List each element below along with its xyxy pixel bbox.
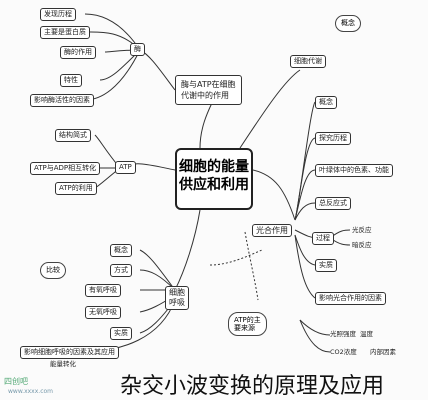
bottom-note-3: CO2浓度 xyxy=(330,348,357,356)
watermark-logo: 四创吧 xyxy=(4,377,28,386)
atp-role-line1: 酶与ATP在细胞 xyxy=(181,80,236,89)
photo-leaf-1: 概念 xyxy=(315,96,337,109)
photo-leaf-4: 总反应式 xyxy=(315,197,351,210)
respiration-line1: 细胞 xyxy=(169,288,185,297)
resp-extra: 能量转化 xyxy=(50,360,76,368)
bottom-note-4: 内部因素 xyxy=(370,348,396,356)
compare-cloud: 比较 xyxy=(40,262,66,279)
photo-leaf-3: 叶绿体中的色素、功能 xyxy=(315,164,393,177)
atp-leaf-3: ATP的利用 xyxy=(55,182,97,195)
resp-leaf-6: 影响细胞呼吸的因素及其应用 xyxy=(20,346,119,359)
enzyme-leaf-3: 酶的作用 xyxy=(60,46,96,59)
bottom-note-2: 温度 xyxy=(360,330,373,338)
resp-leaf-3: 有氧呼吸 xyxy=(85,284,121,297)
bottom-note-1: 光照强度 xyxy=(330,330,356,338)
atp-role-line2: 代谢中的作用 xyxy=(181,91,229,100)
caption-title: 杂交小波变换的原理及应用 xyxy=(120,374,385,399)
atp-source-line1: ATP的主 xyxy=(234,316,261,324)
enzyme-leaf-4: 特性 xyxy=(60,74,82,87)
branch-metabolism: 细胞代谢 xyxy=(290,55,326,68)
central-topic-line2: 供应和利用 xyxy=(179,177,249,193)
resp-leaf-2: 方式 xyxy=(110,264,132,277)
atp-leaf-2: ATP与ADP相互转化 xyxy=(30,162,101,175)
photo-leaf-7: 影响光合作用的因素 xyxy=(315,292,386,305)
enzyme-leaf-2: 主要是蛋白质 xyxy=(40,26,90,39)
photo-process-1: 光反应 xyxy=(352,226,372,234)
branch-enzyme-atp-role: 酶与ATP在细胞 代谢中的作用 xyxy=(175,75,242,105)
resp-leaf-5: 实质 xyxy=(110,327,132,340)
enzyme-leaf-1: 发现历程 xyxy=(40,8,76,21)
central-topic: 细胞的能量 供应和利用 xyxy=(175,148,253,210)
atp-source-line2: 要来源 xyxy=(234,324,255,332)
enzyme-leaf-5: 影响酶活性的因素 xyxy=(30,94,94,107)
respiration-line2: 呼吸 xyxy=(169,298,185,307)
photo-process-2: 暗反应 xyxy=(352,241,372,249)
branch-atp: ATP xyxy=(115,161,136,174)
branch-photosynthesis: 光合作用 xyxy=(252,224,292,237)
atp-leaf-1: 结构简式 xyxy=(55,129,91,142)
concept-cloud: 概念 xyxy=(335,15,361,32)
photo-leaf-6: 实质 xyxy=(315,259,337,272)
resp-leaf-4: 无氧呼吸 xyxy=(85,306,121,319)
central-topic-line1: 细胞的能量 xyxy=(179,159,249,175)
resp-leaf-1: 概念 xyxy=(110,244,132,257)
photo-leaf-2: 探究历程 xyxy=(315,132,351,145)
photo-leaf-5: 过程 xyxy=(312,232,334,245)
watermark-url: www.xxxx.com xyxy=(8,388,54,395)
atp-source-cloud: ATP的主 要来源 xyxy=(228,312,267,336)
branch-enzyme: 酶 xyxy=(130,43,145,56)
branch-respiration: 细胞 呼吸 xyxy=(165,286,189,310)
